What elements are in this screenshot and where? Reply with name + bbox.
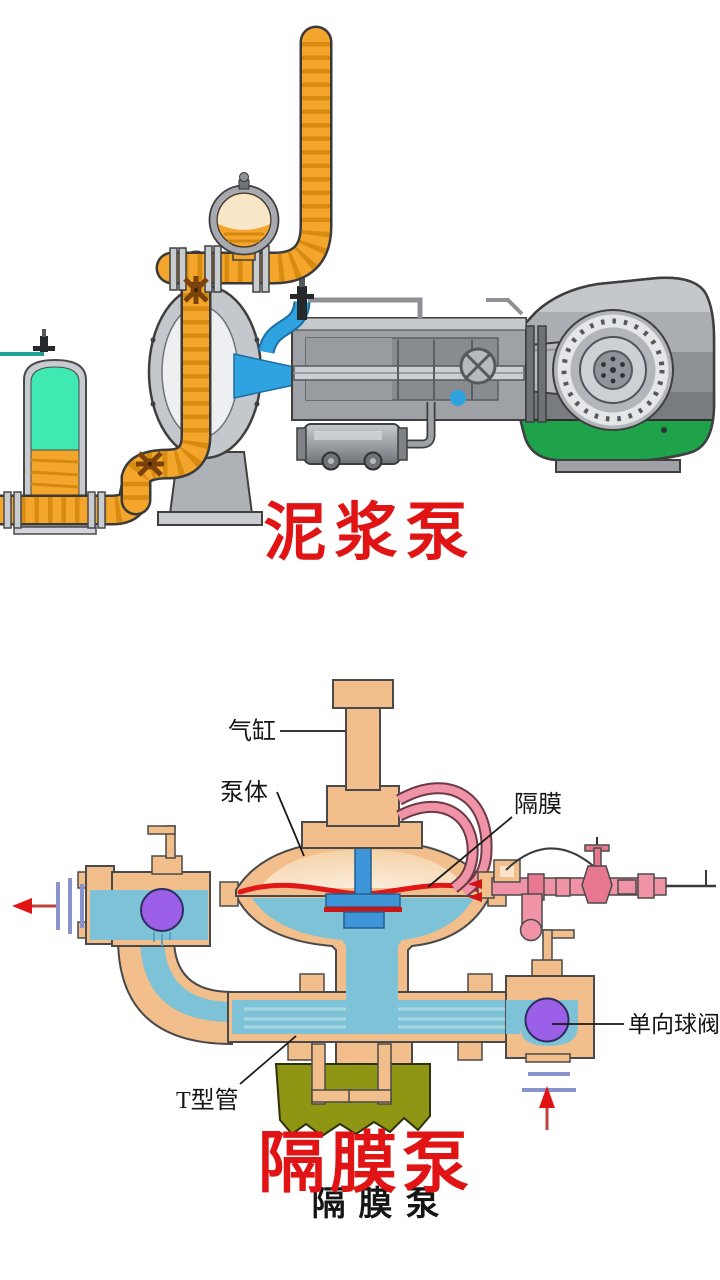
oil-drop-blue bbox=[450, 390, 466, 406]
dome-fluid bbox=[252, 898, 474, 1032]
left-elbow bbox=[116, 936, 233, 1046]
tank-slurry-green bbox=[30, 366, 80, 451]
label-air-cylinder: 气缸 bbox=[228, 718, 276, 745]
callouts: 气缸 泵体 隔膜 单向球阀 T型管 bbox=[176, 718, 720, 1114]
mud-pump-diagram bbox=[0, 25, 716, 535]
label-t-pipe: T型管 bbox=[176, 1087, 239, 1114]
inlet-check-valve bbox=[505, 929, 595, 1130]
air-regulator bbox=[581, 837, 613, 904]
air-cylinder bbox=[301, 679, 423, 849]
video-watermark: 隔膜泵 bbox=[311, 1186, 453, 1223]
discharge-valve-icon bbox=[183, 276, 209, 304]
label-pump-body: 泵体 bbox=[220, 779, 268, 806]
label-ball-valve: 单向球阀 bbox=[628, 1012, 720, 1037]
relief-valve bbox=[290, 278, 423, 320]
hose-arc bbox=[505, 847, 601, 873]
discharge-flow-arrow bbox=[12, 878, 84, 934]
power-end-box bbox=[291, 317, 547, 423]
label-diaphragm: 隔膜 bbox=[514, 791, 562, 818]
tank-top-valve bbox=[40, 336, 48, 352]
ball-left bbox=[140, 888, 184, 932]
crank-bearing bbox=[552, 309, 674, 431]
foot-valve-icon bbox=[136, 451, 164, 477]
discharge-check-valve bbox=[77, 825, 211, 947]
mud-pump-title: 泥浆泵 bbox=[263, 498, 477, 568]
diaphragm-pump-diagram: 气缸 泵体 隔膜 单向球阀 T型管 bbox=[12, 679, 720, 1138]
base-mount bbox=[274, 1041, 431, 1138]
air-reservoir bbox=[296, 402, 436, 471]
ball-right bbox=[524, 997, 570, 1043]
pipe-flanges bbox=[3, 491, 106, 529]
air-supply-line bbox=[468, 837, 716, 942]
inlet-flow-arrow bbox=[539, 1086, 555, 1130]
discharge-pipe bbox=[155, 25, 333, 285]
manifold-flanges bbox=[169, 245, 270, 293]
pulsation-dampener bbox=[208, 172, 280, 261]
diaphragm-pump-title: 隔膜泵 bbox=[258, 1126, 474, 1201]
